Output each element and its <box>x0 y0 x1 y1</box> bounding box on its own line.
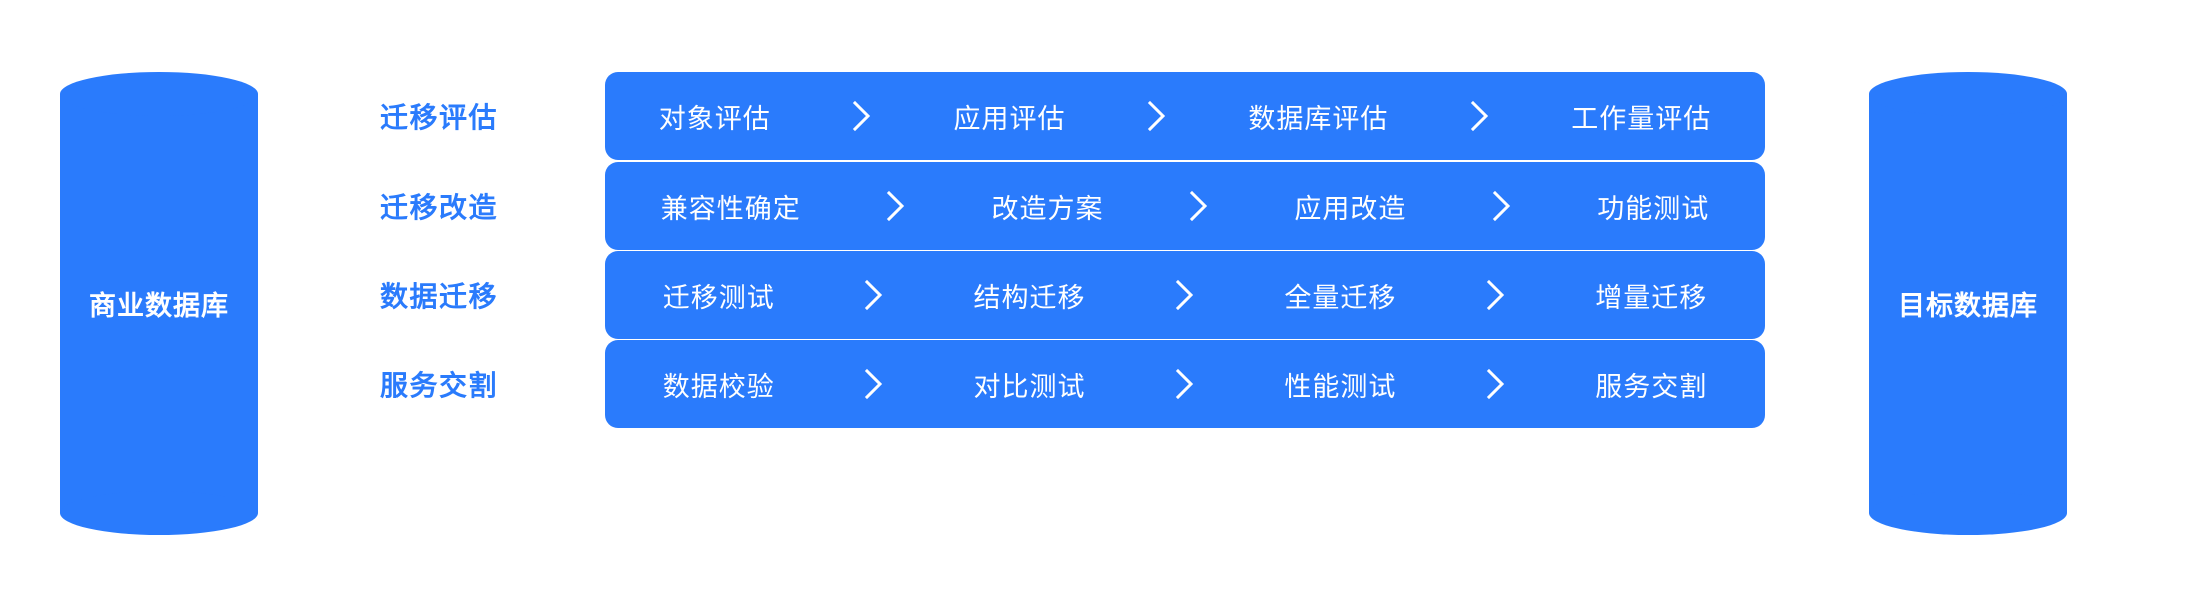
phase-step[interactable]: 功能测试 <box>1597 193 1710 224</box>
chevron-right-icon <box>1490 189 1514 223</box>
source-database-label: 商业数据库 <box>89 291 229 321</box>
chevron-right-icon <box>1484 278 1508 312</box>
cylinder-bottom-ellipse <box>60 491 258 535</box>
phase-label-migration-assessment: 迁移评估 <box>380 102 499 133</box>
phase-label-migration-refactor: 迁移改造 <box>380 192 499 223</box>
chevron-right-icon <box>1173 278 1197 312</box>
phase-step[interactable]: 改造方案 <box>991 193 1104 224</box>
phase-step[interactable]: 迁移测试 <box>662 282 775 313</box>
phase-step[interactable]: 应用改造 <box>1294 193 1407 224</box>
target-database-cylinder: 目标数据库 <box>1869 72 2067 535</box>
chevron-right-icon <box>1484 367 1508 401</box>
chevron-right-icon <box>1187 189 1211 223</box>
phase-step[interactable]: 性能测试 <box>1284 371 1397 402</box>
chevron-right-icon <box>862 278 886 312</box>
cylinder-body <box>60 94 258 513</box>
phase-row: 迁移改造 兼容性确定 改造方案 应用改造 功能测试 <box>0 162 2185 250</box>
phase-row: 迁移评估 对象评估 应用评估 数据库评估 工作量评估 <box>0 72 2185 160</box>
phase-step[interactable]: 全量迁移 <box>1284 282 1397 313</box>
phase-step[interactable]: 对象评估 <box>658 103 771 134</box>
chevron-right-icon <box>862 367 886 401</box>
chevron-right-icon <box>1173 367 1197 401</box>
phase-step[interactable]: 数据校验 <box>662 371 775 402</box>
source-database-cylinder: 商业数据库 <box>60 72 258 535</box>
phase-step[interactable]: 增量迁移 <box>1595 282 1708 313</box>
cylinder-bottom-ellipse <box>1869 491 2067 535</box>
chevron-right-icon <box>850 99 874 133</box>
phase-step[interactable]: 数据库评估 <box>1248 103 1389 134</box>
phase-row: 数据迁移 迁移测试 结构迁移 全量迁移 增量迁移 <box>0 251 2185 339</box>
chevron-right-icon <box>1145 99 1169 133</box>
phase-step[interactable]: 结构迁移 <box>973 282 1086 313</box>
phase-step[interactable]: 应用评估 <box>953 103 1066 134</box>
phase-steps-pill: 数据校验 对比测试 性能测试 服务交割 <box>605 340 1765 428</box>
cylinder-top-ellipse <box>1869 72 2067 116</box>
phase-steps-pill: 迁移测试 结构迁移 全量迁移 增量迁移 <box>605 251 1765 339</box>
phase-label-service-handover: 服务交割 <box>380 370 499 401</box>
phase-steps-pill: 兼容性确定 改造方案 应用改造 功能测试 <box>605 162 1765 250</box>
phase-step[interactable]: 工作量评估 <box>1571 103 1712 134</box>
phase-label-data-migration: 数据迁移 <box>380 281 499 312</box>
phase-step[interactable]: 服务交割 <box>1595 371 1708 402</box>
chevron-right-icon <box>884 189 908 223</box>
cylinder-top-ellipse <box>60 72 258 116</box>
phase-steps-pill: 对象评估 应用评估 数据库评估 工作量评估 <box>605 72 1765 160</box>
phase-step[interactable]: 对比测试 <box>973 371 1086 402</box>
chevron-right-icon <box>1468 99 1492 133</box>
cylinder-body <box>1869 94 2067 513</box>
phase-row: 服务交割 数据校验 对比测试 性能测试 服务交割 <box>0 340 2185 428</box>
target-database-label: 目标数据库 <box>1898 291 2038 321</box>
phase-step[interactable]: 兼容性确定 <box>660 193 801 224</box>
